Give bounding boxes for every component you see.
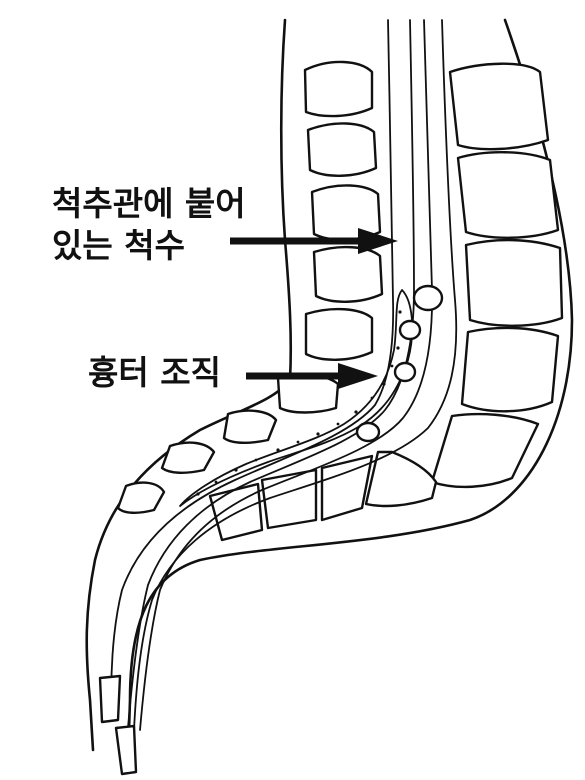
vertebral-bodies <box>208 62 564 542</box>
arrow-scar-tissue <box>246 363 378 389</box>
spinous-processes <box>116 60 384 514</box>
spine-anterior-contour <box>126 18 574 762</box>
scar-tissue-speckles <box>196 310 406 496</box>
spinal-cord-label: 척추관에 붙어 있는 척수 <box>52 183 246 267</box>
spinal-cord-label-line1: 척추관에 붙어 <box>52 184 246 223</box>
spinal-canal-posterior-wall <box>110 19 395 721</box>
coccyx-segments <box>98 674 138 776</box>
arrow-spinal-cord <box>230 228 398 254</box>
spinal-canal-anterior-wall <box>133 19 458 731</box>
spinal-cord-line-a <box>127 19 415 729</box>
scar-tissue-label: 흉터 조직 <box>88 353 221 392</box>
scar-tissue-mass <box>179 289 414 507</box>
spine-posterior-contour <box>85 18 293 752</box>
spinal-cord-label-line2: 있는 척수 <box>52 226 185 265</box>
spinal-cord-line-b <box>139 19 433 731</box>
cysts <box>355 284 444 443</box>
